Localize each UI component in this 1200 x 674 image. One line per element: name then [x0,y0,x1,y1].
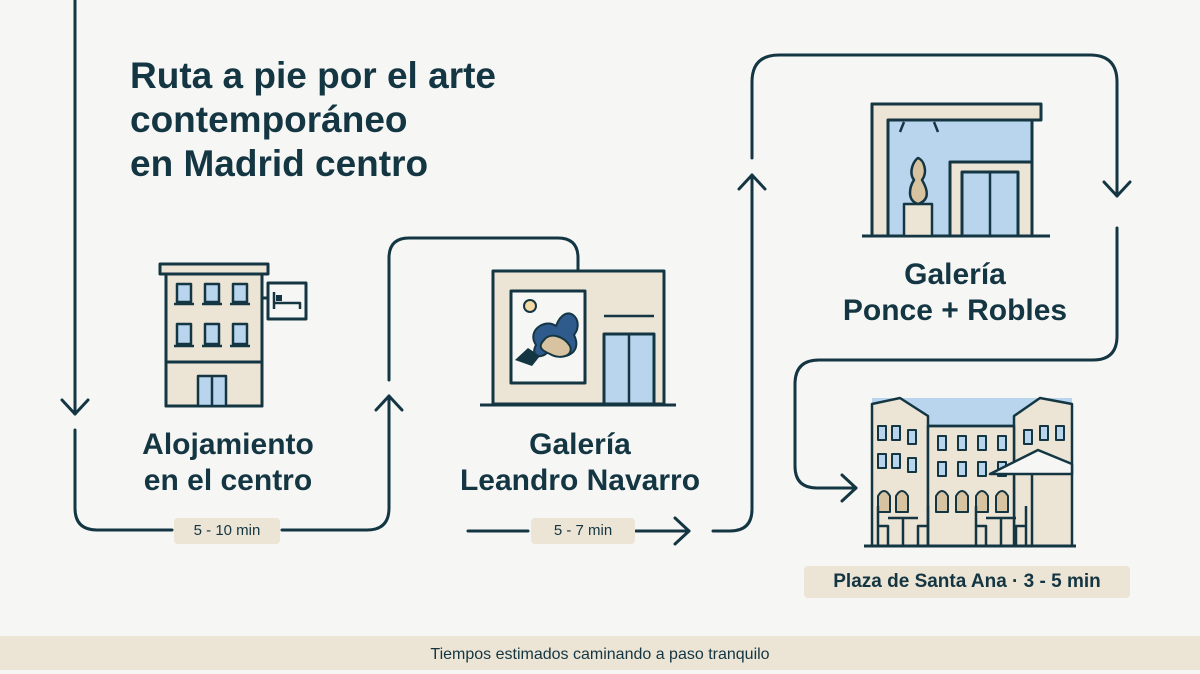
title-line-1: Ruta a pie por el arte [130,55,496,96]
route-line-hotel-to-leandro [73,236,580,532]
walk-time-badge: 5 - 7 min [531,518,635,544]
arrow-up-icon [737,173,767,191]
stop-label-ponce: Galería Ponce + Robles [805,257,1105,329]
walk-time-badge: 5 - 10 min [174,518,280,544]
gallery-sculpture-icon [862,102,1050,238]
stop-label-line-1: Galería [529,428,631,461]
arrow-down-icon [1102,180,1132,198]
gallery-painting-icon [480,269,676,407]
arrow-right-icon [840,473,858,503]
title-line-3: en Madrid centro [130,143,429,184]
arrow-right-icon [673,516,691,546]
stop-label-line-2: Leandro Navarro [459,464,701,497]
title-line-2: contemporáneo [130,99,408,140]
plaza-square-icon [864,396,1076,548]
stop-label-line-2: Ponce + Robles [842,294,1068,327]
bed-sign-icon [266,281,308,321]
page-title: Ruta a pie por el arte contemporáneo en … [130,54,590,186]
arrow-down-icon [60,398,90,416]
route-line-ponce-to-plaza [793,226,1119,503]
route-line-leandro-to-ponce [466,53,1132,546]
route-line-start [60,0,90,416]
stop-label-alojamiento: Alojamiento en el centro [108,427,348,499]
destination-badge: Plaza de Santa Ana · 3 - 5 min [804,566,1130,598]
stop-label-line-2: en el centro [143,464,313,497]
footer-note: Tiempos estimados caminando a paso tranq… [0,636,1200,670]
stop-label-leandro: Galería Leandro Navarro [430,427,730,499]
arrow-up-icon [374,394,404,412]
stop-label-line-1: Alojamiento [142,428,314,461]
stop-label-line-1: Galería [904,258,1006,291]
hotel-building-icon [158,262,308,408]
